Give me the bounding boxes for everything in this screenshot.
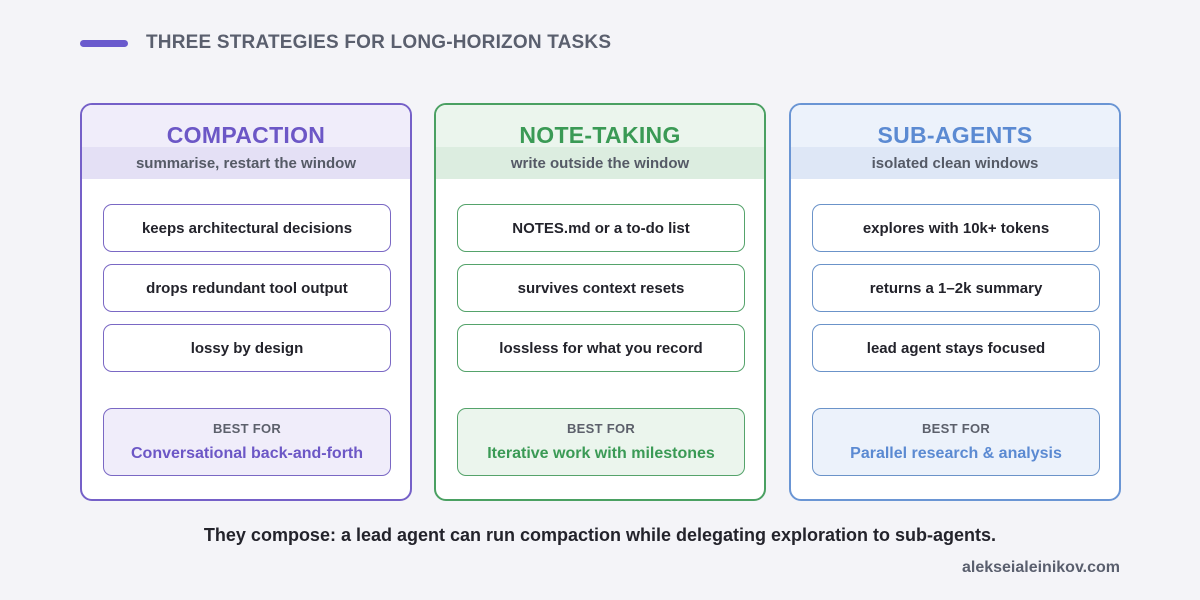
card-subtitle-band	[82, 147, 410, 179]
best-for-box: BEST FOR Conversational back-and-forth	[103, 408, 391, 476]
strategy-card-compaction: COMPACTION summarise, restart the window…	[80, 103, 412, 501]
card-point: drops redundant tool output	[103, 264, 391, 312]
card-subtitle-band	[436, 147, 764, 179]
best-for-box: BEST FOR Parallel research & analysis	[812, 408, 1100, 476]
card-point: keeps architectural decisions	[103, 204, 391, 252]
card-subtitle: isolated clean windows	[871, 155, 1039, 172]
strategy-card-sub-agents: SUB-AGENTS isolated clean windows explor…	[789, 103, 1121, 501]
card-point: explores with 10k+ tokens	[812, 204, 1100, 252]
card-title: COMPACTION	[166, 122, 326, 148]
footer-note: They compose: a lead agent can run compa…	[203, 525, 997, 545]
card-point: NOTES.md or a to-do list	[457, 204, 745, 252]
best-for-value: Iterative work with milestones	[487, 445, 715, 462]
card-subtitle: summarise, restart the window	[135, 155, 357, 172]
card-point: survives context resets	[457, 264, 745, 312]
card-title: NOTE-TAKING	[519, 122, 681, 148]
best-for-value: Parallel research & analysis	[850, 445, 1062, 462]
page-title: THREE STRATEGIES FOR LONG-HORIZON TASKS	[146, 32, 612, 53]
header-accent-bar	[80, 39, 128, 47]
site-credit: alekseialeinikov.com	[961, 559, 1120, 576]
page-header: THREE STRATEGIES FOR LONG-HORIZON TASKS	[80, 30, 611, 56]
best-for-label: BEST FOR	[921, 421, 991, 436]
card-point: lossless for what you record	[457, 324, 745, 372]
strategy-card-note-taking: NOTE-TAKING write outside the window NOT…	[434, 103, 766, 501]
card-point: lossy by design	[103, 324, 391, 372]
card-subtitle-band	[791, 147, 1119, 179]
best-for-label: BEST FOR	[566, 421, 636, 436]
card-subtitle: write outside the window	[510, 155, 690, 172]
card-point: lead agent stays focused	[812, 324, 1100, 372]
card-title: SUB-AGENTS	[877, 122, 1033, 148]
best-for-label: BEST FOR	[212, 421, 282, 436]
best-for-box: BEST FOR Iterative work with milestones	[457, 408, 745, 476]
card-point: returns a 1–2k summary	[812, 264, 1100, 312]
best-for-value: Conversational back-and-forth	[130, 445, 364, 462]
